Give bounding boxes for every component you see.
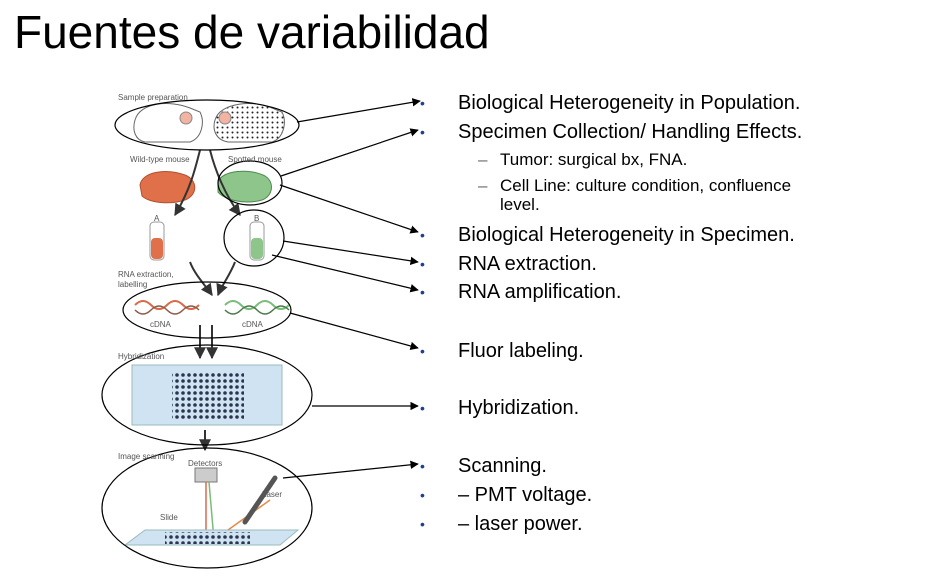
- sub-bullet-text: Tumor: surgical bx, FNA.: [500, 150, 688, 169]
- bullet-item: • – laser power.: [420, 512, 583, 536]
- flow-arrow: [174, 149, 201, 217]
- bullet-text: Scanning.: [458, 455, 547, 477]
- bullet-item: • RNA extraction.: [420, 252, 597, 276]
- bullet-item: • RNA amplification.: [420, 280, 622, 304]
- bullet-text: Specimen Collection/ Handling Effects.: [458, 121, 803, 143]
- bullet-dot-icon: •: [420, 516, 425, 532]
- label-labelling: labelling: [118, 280, 148, 289]
- flow-arrow: [189, 261, 213, 296]
- population-ellipse: [114, 99, 300, 151]
- organ-red-icon: [139, 171, 196, 204]
- label-cdna-left: cDNA: [150, 320, 171, 329]
- bullet-dot-icon: •: [420, 458, 425, 474]
- bullet-text: Fluor labeling.: [458, 340, 584, 362]
- bullet-item: • Biological Heterogeneity in Specimen.: [420, 223, 795, 247]
- bullet-item: • Specimen Collection/ Handling Effects.: [420, 120, 803, 144]
- organ-green-icon: [217, 170, 272, 203]
- pointer-arrow: [282, 240, 419, 265]
- cdna-strand-red-icon: [134, 300, 200, 310]
- pointer-arrow: [271, 254, 419, 293]
- sub-bullet-continuation: level.: [500, 195, 540, 214]
- pointer-arrow: [282, 460, 419, 479]
- pointer-arrow: [280, 128, 419, 177]
- bullet-dot-icon: •: [420, 343, 425, 359]
- bullet-dot-icon: •: [420, 95, 425, 111]
- scanner-icon: [123, 467, 300, 546]
- label-detectors: Detectors: [188, 459, 223, 468]
- spotted-mouse-icon: [213, 103, 285, 143]
- scanning-ellipse: [101, 447, 313, 569]
- dash-icon: –: [478, 176, 488, 195]
- bullet-text: Biological Heterogeneity in Specimen.: [458, 224, 795, 246]
- label-cdna-right: cDNA: [242, 320, 263, 329]
- bullet-item: • Hybridization.: [420, 396, 580, 420]
- bullet-dot-icon: •: [420, 284, 425, 300]
- label-spotted-mouse: Spotted mouse: [228, 155, 282, 164]
- bullet-item: • Scanning.: [420, 454, 547, 478]
- bullet-dot-icon: •: [420, 227, 425, 243]
- flow-arrow: [216, 261, 236, 297]
- bullet-text: – laser power.: [458, 513, 583, 535]
- label-wild-type-mouse: Wild-type mouse: [130, 155, 190, 164]
- tube-a-icon: [149, 221, 165, 261]
- sub-bullet-text: Cell Line: culture condition, confluence: [500, 176, 792, 195]
- bullet-text: RNA amplification.: [458, 281, 622, 303]
- label-rna-extraction: RNA extraction,: [118, 270, 174, 279]
- dash-icon: –: [478, 150, 488, 169]
- sub-bullet-item: –Cell Line: culture condition, confluenc…: [478, 176, 792, 195]
- bullet-dot-icon: •: [420, 487, 425, 503]
- specimen-ellipse: [223, 209, 285, 267]
- labelling-ellipse: [122, 281, 292, 339]
- label-laser: Laser: [262, 490, 283, 499]
- bullet-text: Hybridization.: [458, 397, 580, 419]
- label-tube-a: A: [154, 214, 160, 223]
- hybridization-ellipse: [101, 344, 313, 446]
- bullet-item: • – PMT voltage.: [420, 483, 593, 507]
- bullet-dot-icon: •: [420, 400, 425, 416]
- bullet-item: • Biological Heterogeneity in Population.: [420, 91, 801, 115]
- tube-b-icon: [249, 221, 265, 261]
- sub-bullet-item: –Tumor: surgical bx, FNA.: [478, 150, 688, 169]
- slide-title: Fuentes de variabilidad: [14, 6, 490, 58]
- wild-type-mouse-icon: [133, 103, 203, 143]
- cdna-strand-red-icon: [134, 305, 200, 315]
- flow-arrow: [209, 149, 241, 216]
- bullet-text: RNA extraction.: [458, 253, 597, 275]
- microarray-chip-icon: [131, 364, 283, 426]
- label-sample-preparation: Sample preparation: [118, 93, 188, 102]
- bullet-item: • Fluor labeling.: [420, 339, 584, 363]
- pointer-arrow: [289, 312, 419, 351]
- cdna-strand-green-icon: [224, 305, 290, 315]
- cdna-strand-green-icon: [224, 300, 290, 310]
- bullet-dot-icon: •: [420, 256, 425, 272]
- label-image-scanning: Image scanning: [118, 452, 175, 461]
- label-tube-b: B: [254, 214, 260, 223]
- bullet-text: – PMT voltage.: [458, 484, 593, 506]
- label-hybridization: Hybridization: [118, 352, 165, 361]
- bullet-text: Biological Heterogeneity in Population.: [458, 92, 801, 114]
- specimen-collection-ellipse: [217, 160, 283, 206]
- pointer-arrow: [296, 98, 421, 123]
- pointer-arrow: [279, 184, 419, 234]
- label-slide: Slide: [160, 513, 178, 522]
- bullet-dot-icon: •: [420, 124, 425, 140]
